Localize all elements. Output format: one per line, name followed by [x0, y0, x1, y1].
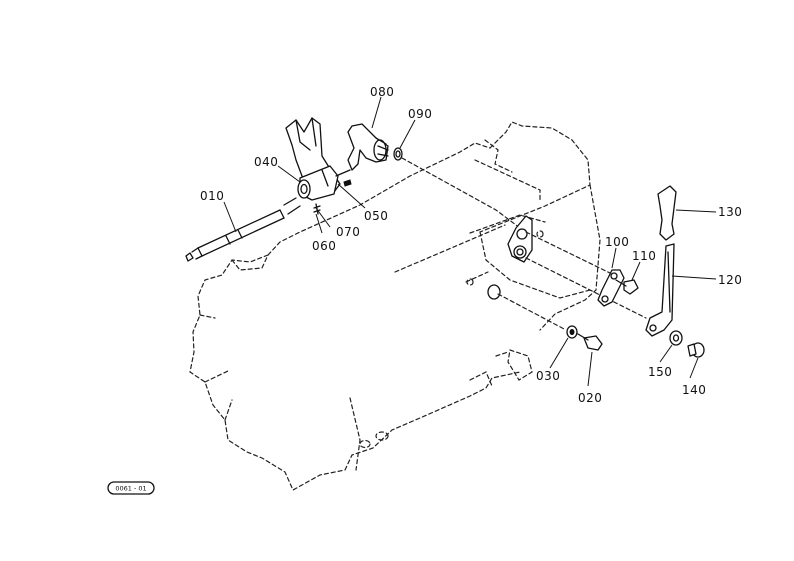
callout-120: 120: [718, 273, 742, 287]
callout-080: 080: [370, 85, 394, 99]
inner-shift-arm: [487, 215, 533, 300]
transmission-housing: [189, 121, 601, 491]
callout-150: 150: [648, 365, 672, 379]
washer-150: [669, 330, 683, 346]
callout-100: 100: [605, 235, 629, 249]
lever-120: [645, 243, 675, 337]
callout-020: 020: [578, 391, 602, 405]
callout-040: 040: [254, 155, 278, 169]
link-100: [597, 269, 625, 307]
callout-130: 130: [718, 205, 742, 219]
washer-030: [566, 325, 578, 339]
alignment-line-pin: [465, 271, 489, 283]
o-ring-090: [393, 147, 403, 161]
leader-lines: [223, 96, 717, 387]
shift-lever-080: [347, 123, 389, 171]
callout-090: 090: [408, 107, 432, 121]
callout-060: 060: [312, 239, 336, 253]
callout-050: 050: [364, 209, 388, 223]
callout-labels: 010 020 030 040 050 060 070 080 090 100 …: [200, 85, 742, 405]
callout-010: 010: [200, 189, 224, 203]
shift-fork-040-050: [285, 117, 352, 215]
lever-grip-130: [657, 185, 677, 241]
callout-070: 070: [336, 225, 360, 239]
callout-110: 110: [632, 249, 656, 263]
alignment-line-boss: [497, 293, 567, 331]
figure-code: 0061 - 01: [115, 485, 146, 493]
shift-rod-010: [185, 197, 301, 262]
figure-code-badge: 0061 - 01: [107, 481, 155, 495]
bolt-020: [577, 333, 603, 351]
alignment-line-inner: [525, 231, 613, 275]
bolt-110: [615, 279, 639, 295]
callout-140: 140: [682, 383, 706, 397]
alignment-line-080: [401, 157, 521, 229]
callout-030: 030: [536, 369, 560, 383]
alignment-line-lower: [525, 257, 647, 319]
bolt-140: [687, 342, 705, 358]
